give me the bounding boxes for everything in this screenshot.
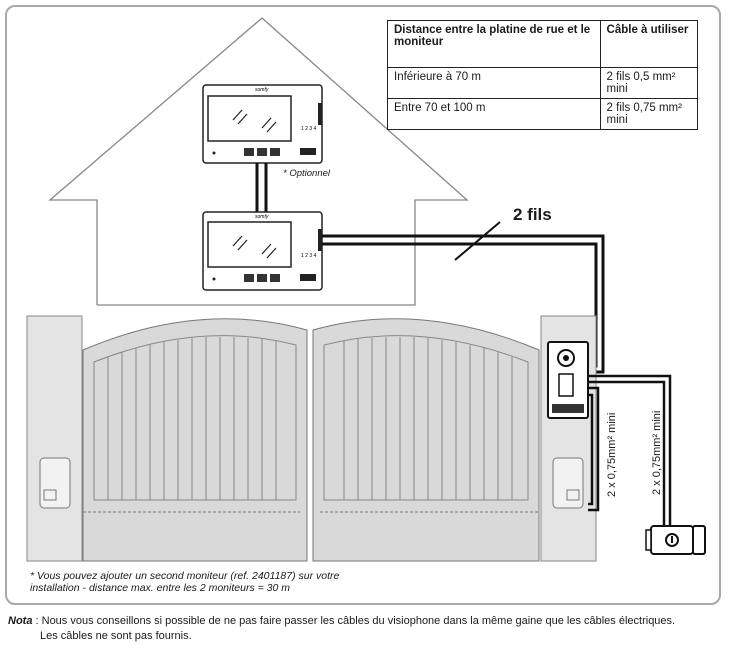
monitor-optional (202, 84, 323, 164)
gate-right-slats (323, 335, 529, 501)
diagram-frame (5, 5, 721, 605)
gate-left-leaf (82, 318, 308, 562)
monitor-terminals: 1 2 3 4 (301, 126, 317, 132)
nota-line-1: Nota : Nous vous conseillons si possible… (8, 614, 733, 629)
optional-label: * Optionnel (283, 168, 331, 179)
table-cell-cable: 2 fils 0,5 mm² mini (599, 67, 699, 99)
cable-platine-to-gate-2 (588, 393, 594, 506)
nota-label: Nota (8, 615, 33, 627)
monitor-main (202, 211, 323, 291)
gate-motor-left (39, 457, 71, 509)
cable-platine-to-lock-2 (588, 380, 666, 526)
table-cell-cable: 2 fils 0,75 mm² mini (599, 98, 699, 130)
gate-right-leaf (312, 318, 540, 562)
table-header-distance: Distance entre la platine de rue et le m… (387, 20, 601, 68)
cable-platine-to-gate (588, 386, 600, 512)
lock-cable-label: 2 x 0,75mm² mini (651, 410, 663, 495)
gate-motor-right (552, 457, 584, 509)
cable-platine-to-lock (588, 374, 672, 526)
monitor-brand: somfy (255, 214, 269, 220)
footnote: * Vous pouvez ajouter un second moniteur… (30, 570, 339, 594)
gate-left-slats (93, 335, 297, 501)
table-cell-distance: Entre 70 et 100 m (387, 98, 601, 130)
table-cell-distance: Inférieure à 70 m (387, 67, 601, 99)
two-wires-label: 2 fils (513, 205, 552, 224)
two-wires-slash (454, 221, 501, 261)
footnote-line-1: * Vous pouvez ajouter un second moniteur… (30, 570, 340, 582)
pillar-left (26, 315, 83, 562)
door-station (547, 341, 589, 419)
monitor-brand: somfy (255, 87, 269, 93)
nota-text: : Nous vous conseillons si possible de n… (32, 615, 676, 627)
cable-table: Distance entre la platine de rue et le m… (387, 20, 699, 130)
electric-lock (645, 525, 706, 555)
table-header-row: Distance entre la platine de rue et le m… (387, 20, 699, 68)
monitor-terminals: 1 2 3 4 (301, 253, 317, 259)
house-outline (48, 17, 469, 306)
footnote-line-2: installation - distance max. entre les 2… (30, 582, 290, 594)
nota-block: Nota : Nous vous conseillons si possible… (8, 614, 733, 644)
nota-line-2: Les câbles ne sont pas fournis. (40, 630, 192, 642)
table-row: Inférieure à 70 m 2 fils 0,5 mm² mini (387, 67, 699, 99)
gate-cable-label: 2 x 0,75mm² mini (606, 412, 618, 497)
table-header-cable: Câble à utiliser (599, 20, 699, 68)
table-row: Entre 70 et 100 m 2 fils 0,75 mm² mini (387, 98, 699, 130)
